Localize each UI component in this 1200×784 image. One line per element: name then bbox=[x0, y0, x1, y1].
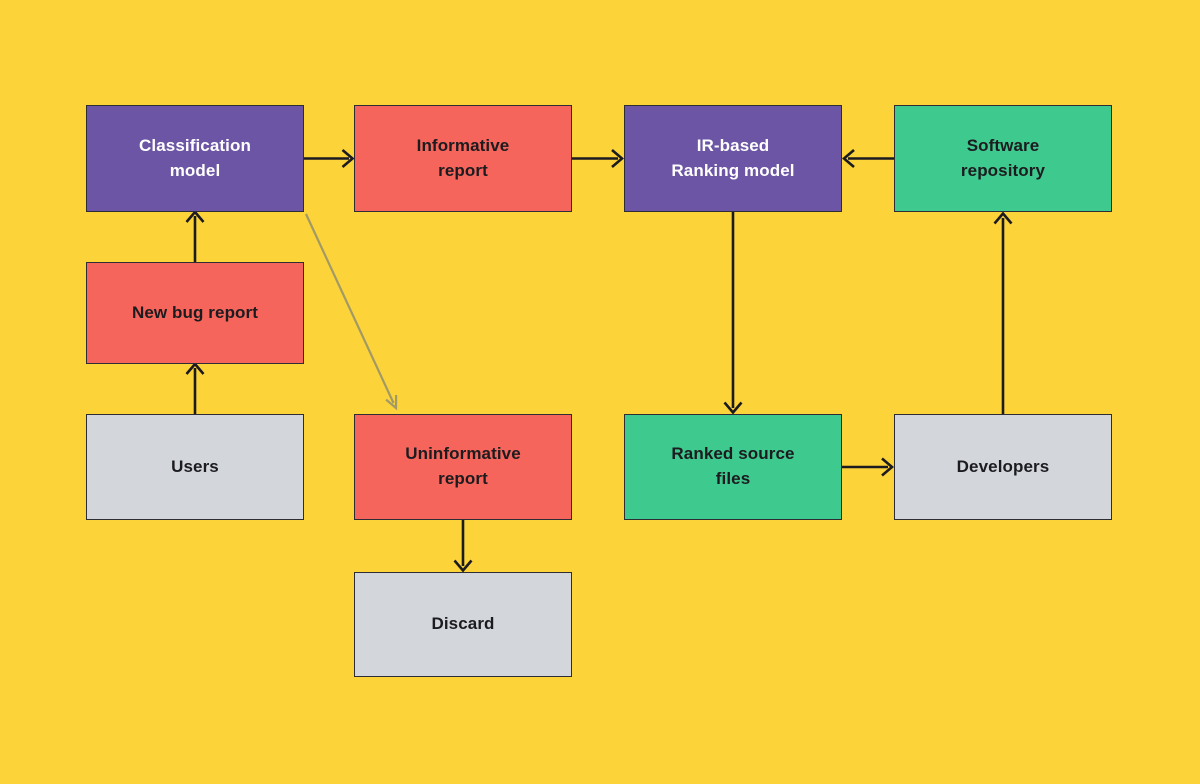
node-discard-label: Discard bbox=[431, 614, 495, 634]
arrow-uninformative-report-to-discard bbox=[453, 520, 473, 573]
node-users: Users bbox=[86, 414, 304, 520]
node-new-bug-report-label: New bug report bbox=[131, 302, 259, 322]
arrow-ranked-source-files-to-developers bbox=[842, 457, 895, 477]
node-users-label: Users bbox=[171, 456, 219, 476]
node-ranked-source-files: Ranked source files bbox=[624, 414, 842, 520]
node-software-repository-label: Software repository bbox=[960, 135, 1046, 180]
arrow-classification-model-to-uninformative-report bbox=[305, 213, 398, 411]
arrow-ir-based-ranking-model-to-ranked-source-files bbox=[723, 212, 743, 415]
arrow-users-to-new-bug-report bbox=[185, 361, 205, 414]
arrow-new-bug-report-to-classification-model bbox=[185, 209, 205, 262]
node-discard: Discard bbox=[354, 572, 572, 677]
node-ir-based-ranking-model: IR-based Ranking model bbox=[624, 105, 842, 212]
node-informative-report-label: Informative report bbox=[416, 135, 510, 180]
arrow-developers-to-software-repository bbox=[993, 211, 1013, 414]
node-ir-based-ranking-model-label: IR-based Ranking model bbox=[671, 135, 795, 180]
arrow-classification-model-to-informative-report bbox=[304, 149, 355, 168]
arrow-informative-report-to-ir-based-ranking-model bbox=[572, 149, 625, 168]
node-uninformative-report: Uninformative report bbox=[354, 414, 572, 520]
node-informative-report: Informative report bbox=[354, 105, 572, 212]
node-uninformative-report-label: Uninformative report bbox=[405, 444, 521, 488]
node-ranked-source-files-label: Ranked source files bbox=[671, 444, 795, 488]
node-new-bug-report: New bug report bbox=[86, 262, 304, 364]
arrow-software-repository-to-ir-based-ranking-model bbox=[841, 149, 894, 168]
node-developers: Developers bbox=[894, 414, 1112, 520]
node-developers-label: Developers bbox=[956, 456, 1050, 476]
node-software-repository: Software repository bbox=[894, 105, 1112, 212]
node-classification-model-label: Classification model bbox=[139, 135, 251, 180]
node-classification-model: Classification model bbox=[86, 105, 304, 212]
